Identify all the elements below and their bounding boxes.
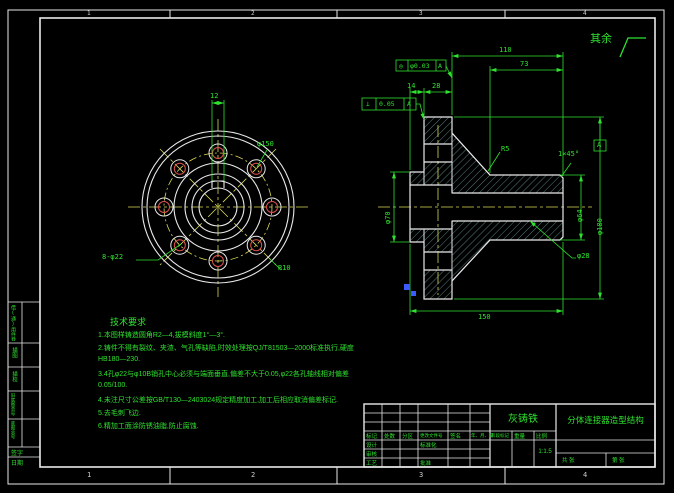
title-block-label-count: 处数 bbox=[384, 434, 396, 440]
tech-requirement-line: 2.铸件不得有裂纹、夹渣、气孔等缺陷,时效处理按QJ/T81503—2000标准… bbox=[98, 345, 354, 352]
front-circles bbox=[141, 130, 295, 284]
margin-field-tracing: 描图 bbox=[11, 347, 17, 358]
dim-section-bore: φ28 bbox=[577, 252, 590, 260]
margin-field-old-original-no: 旧底图总号 bbox=[11, 393, 16, 416]
zone-number-top-4: 4 bbox=[583, 10, 587, 17]
section-dimensions bbox=[361, 52, 607, 315]
tech-requirement-line: 5.去毛刺飞边. bbox=[98, 410, 141, 417]
dim-section-step-len: 73 bbox=[520, 60, 529, 68]
margin-field-signature: 签字 bbox=[11, 451, 24, 457]
title-block-label-scale: 比例 bbox=[536, 434, 548, 440]
title-block-label-zone: 分区 bbox=[402, 434, 414, 440]
section-outline bbox=[409, 116, 564, 300]
title-block-material: 灰铸铁 bbox=[508, 414, 538, 425]
dim-section-cyl-len: 110 bbox=[499, 46, 512, 54]
surface-finish-icon bbox=[619, 37, 646, 58]
tolerance-frame-2-datum: A bbox=[438, 62, 442, 70]
title-block-label-process: 工艺 bbox=[366, 461, 378, 467]
tech-requirement-line: HB180—230. bbox=[98, 356, 141, 363]
zone-number-bottom-3: 3 bbox=[419, 471, 424, 479]
section-centerlines bbox=[378, 125, 592, 295]
frame-borders bbox=[7, 9, 665, 485]
title-block-part-name: 分体连接器造型结构 bbox=[567, 415, 644, 425]
dim-section-flange-od: φ180 bbox=[596, 218, 604, 235]
dim-section-flange-thk: 28 bbox=[432, 82, 441, 90]
dim-section-cyl-od: φ64 bbox=[576, 209, 584, 222]
zone-number-top-3: 3 bbox=[419, 10, 423, 17]
tech-requirement-line: 6.精加工面涂防锈油脂,防止腐蚀. bbox=[98, 423, 199, 430]
selection-grip-marks bbox=[404, 284, 416, 296]
dim-front-fillet: R10 bbox=[278, 264, 291, 272]
title-block-label-check: 审核 bbox=[366, 452, 378, 458]
zone-number-top-1: 1 bbox=[87, 10, 91, 17]
zone-number-bottom-2: 2 bbox=[251, 471, 256, 479]
dim-section-total-len: 150 bbox=[478, 313, 491, 321]
front-view bbox=[128, 100, 308, 297]
tolerance-frame-2-value: φ0.03 bbox=[410, 62, 430, 70]
zone-number-bottom-1: 1 bbox=[87, 471, 92, 479]
dim-section-boss-od: φ70 bbox=[384, 211, 392, 224]
title-block-label-change-doc: 更改文件号 bbox=[420, 433, 443, 438]
dim-section-fillet: R5 bbox=[501, 145, 510, 153]
tech-requirement-line: 3.4孔φ22与φ10B销孔中心必须与端面垂直,偏差不大于0.05,φ22各孔轴… bbox=[98, 371, 349, 378]
left-margin-grid bbox=[8, 301, 40, 458]
margin-field-reuse-record: 借(通)用件登记 bbox=[10, 305, 16, 341]
title-block-label-mark: 标记 bbox=[366, 434, 378, 440]
dim-front-bolt-circle: φ150 bbox=[257, 140, 274, 148]
dim-front-bolt-holes: 8-φ22 bbox=[102, 253, 124, 261]
tech-requirement-line: 4.未注尺寸公差按GB/T130—2403024规定精度加工,加工后相应取消偏差… bbox=[98, 397, 338, 404]
title-block-label-weight: 重量 bbox=[514, 434, 526, 440]
title-block-scale-value: 1:1.5 bbox=[538, 449, 552, 455]
title-block-sheet-no: 第 张 bbox=[612, 458, 625, 464]
dim-section-chamfer: 1×45° bbox=[558, 150, 580, 158]
tolerance-frame-1-value: 0.05 bbox=[379, 100, 395, 108]
surface-note-label: 其余 bbox=[590, 33, 612, 45]
title-block-label-approve: 批准 bbox=[420, 461, 432, 467]
datum-label: A bbox=[597, 141, 602, 149]
front-bolt-holes bbox=[154, 143, 282, 271]
tolerance-frame-1-datum: A bbox=[407, 100, 411, 108]
margin-field-date: 日期 bbox=[11, 461, 24, 467]
margin-field-original-no: 底图总号 bbox=[11, 421, 16, 439]
title-block-label-design: 设计 bbox=[366, 443, 378, 449]
zone-number-bottom-4: 4 bbox=[583, 471, 588, 479]
zone-ticks bbox=[169, 10, 506, 484]
title-block-label-standardize: 标准化 bbox=[420, 443, 437, 449]
tech-requirement-line: 0.05/100. bbox=[98, 382, 128, 389]
dim-section-boss-len: 14 bbox=[407, 82, 416, 90]
margin-field-trace-check: 描校 bbox=[11, 371, 17, 382]
tolerance-frame-2-symbol: ◎ bbox=[399, 62, 403, 70]
front-dimensions bbox=[136, 100, 282, 271]
tech-requirements-title: 技术要求 bbox=[110, 317, 147, 327]
section-view bbox=[361, 52, 607, 315]
dim-front-keyway: 12 bbox=[210, 92, 219, 100]
title-block-total-sheets: 共 张 bbox=[562, 458, 575, 464]
title-block-label-sign: 签名 bbox=[450, 434, 462, 440]
title-block-grid bbox=[363, 403, 656, 468]
title-block-label-date: 年、月、日 bbox=[471, 433, 494, 438]
tolerance-frame-1-symbol: ⊥ bbox=[366, 100, 370, 108]
zone-number-top-2: 2 bbox=[251, 10, 255, 17]
tech-requirement-line: 1.本图样铸造圆角R2—4,拔模斜度1°—3°. bbox=[98, 332, 225, 339]
title-block-label-stage: 阶段标记 bbox=[491, 433, 509, 438]
